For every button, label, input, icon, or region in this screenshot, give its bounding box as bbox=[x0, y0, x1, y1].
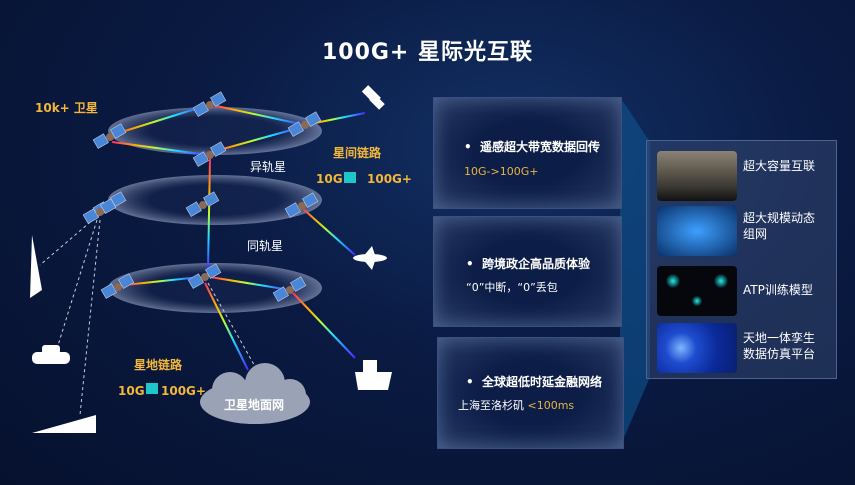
hardware-device-image bbox=[657, 151, 737, 201]
satellites-label: 10k+ 卫星 bbox=[35, 101, 98, 115]
capability-label: 超大规模动态 bbox=[743, 211, 816, 225]
ground-station-satellite-icon bbox=[361, 85, 385, 110]
same-orbit-label: 同轨星 bbox=[247, 239, 284, 253]
capability-label: 组网 bbox=[743, 227, 768, 241]
climber-icon bbox=[30, 235, 42, 298]
capability-label: 超大容量互联 bbox=[743, 159, 816, 173]
inter-orbit-label: 异轨星 bbox=[250, 160, 287, 174]
atp-model-image bbox=[657, 266, 737, 316]
page-title: 100G+ 星际光互联 bbox=[321, 40, 534, 65]
digital-twin-image bbox=[657, 323, 737, 373]
isl-from: 10G bbox=[316, 172, 343, 186]
case-detail: <100ms bbox=[527, 399, 575, 412]
orbit-ring-bottom bbox=[108, 263, 322, 313]
cloud-shape bbox=[200, 363, 310, 424]
case-card-remote-sensing: • 遥感超大带宽数据回传 10G->100G+ bbox=[433, 97, 622, 209]
case-card-finance: • 全球超低时延金融网络 上海至洛杉矶 <100ms bbox=[437, 337, 624, 449]
bullet: • bbox=[464, 140, 481, 154]
capabilities-panel: 超大容量互联 超大规模动态组网 ATP训练模型 天地一体孪生数据仿真平台 bbox=[646, 140, 837, 379]
ground-network-label: 卫星地面网 bbox=[224, 398, 285, 412]
hikers-icon bbox=[32, 415, 96, 433]
case-card-cross-border: • 跨境政企高品质体验 “0”中断，“0”丢包 bbox=[433, 216, 622, 327]
capability-label: 数据仿真平台 bbox=[743, 347, 816, 361]
airplane-icon bbox=[353, 246, 387, 270]
sgl-label: 星地链路 bbox=[134, 358, 183, 372]
isl-to: 100G+ bbox=[367, 172, 412, 186]
sgl-to: 100G+ bbox=[161, 384, 206, 398]
ship-icon bbox=[355, 360, 392, 390]
constellation-diagram bbox=[30, 85, 392, 433]
dashed-links bbox=[39, 217, 258, 416]
case-detail: “0”中断，“0”丢包 bbox=[466, 281, 558, 294]
case-title: 遥感超大带宽数据回传 bbox=[480, 140, 601, 154]
car-icon bbox=[32, 345, 70, 364]
capability-label: 天地一体孪生 bbox=[743, 331, 816, 345]
sgl-from: 10G bbox=[118, 384, 145, 398]
funnel-connector bbox=[620, 97, 650, 447]
network-grid-image bbox=[657, 206, 737, 256]
case-title: 全球超低时延金融网络 bbox=[482, 375, 603, 389]
case-title: 跨境政企高品质体验 bbox=[482, 257, 591, 271]
arrow-icon bbox=[344, 172, 356, 183]
arrow-icon bbox=[146, 383, 158, 394]
case-detail: 10G->100G+ bbox=[464, 165, 539, 178]
case-detail-prefix: 上海至洛杉矶 bbox=[458, 399, 524, 412]
laser-links bbox=[111, 104, 366, 371]
isl-label: 星间链路 bbox=[333, 146, 382, 160]
capability-label: ATP训练模型 bbox=[743, 283, 813, 297]
